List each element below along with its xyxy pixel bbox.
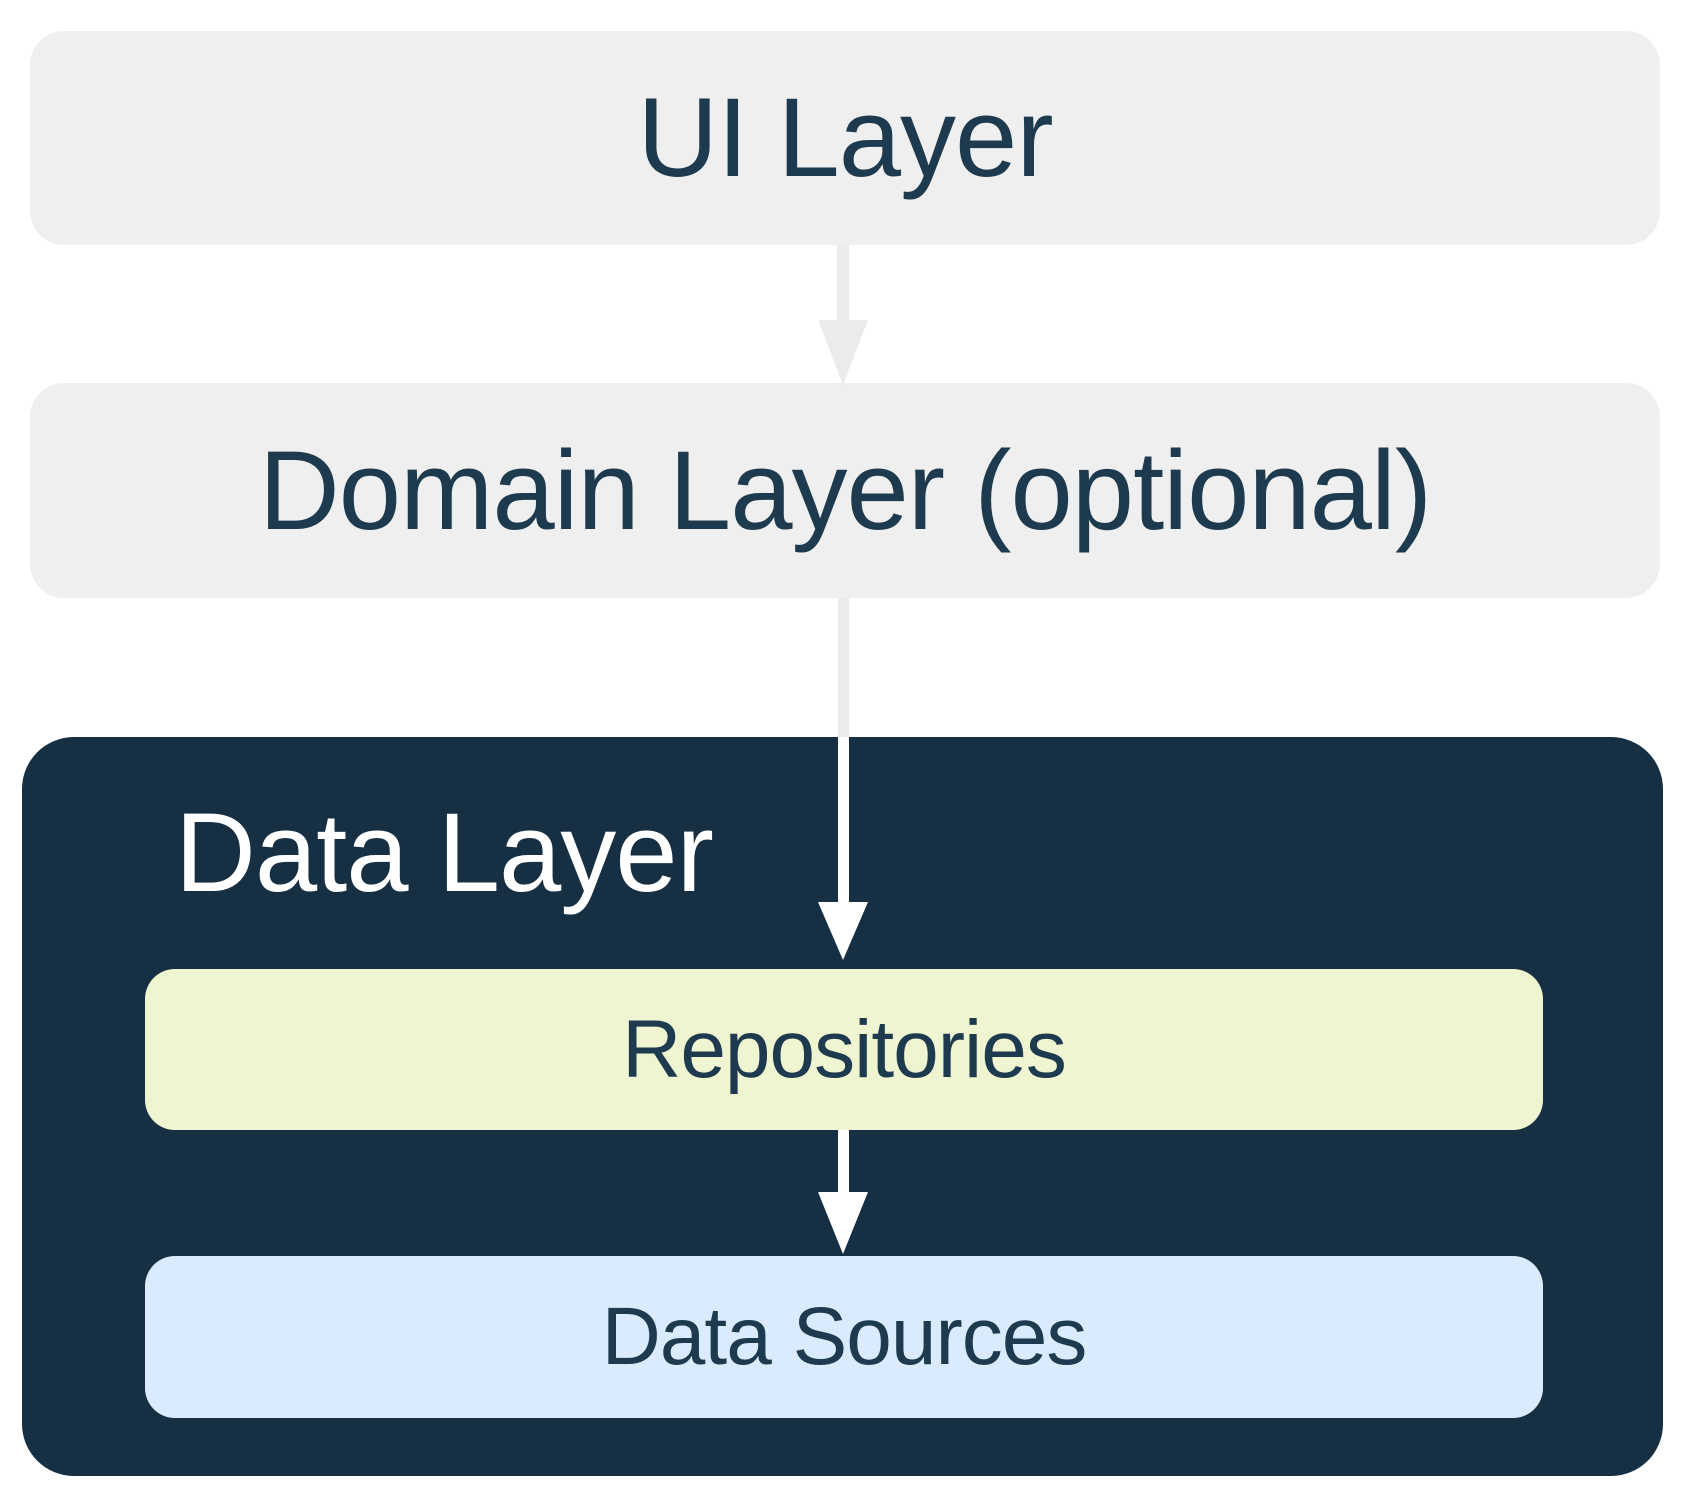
repositories-label: Repositories — [622, 1003, 1067, 1095]
data-sources-label: Data Sources — [601, 1291, 1088, 1382]
node-domain-layer: Domain Layer (optional) — [30, 383, 1660, 598]
node-data-layer: Data Layer Repositories Data Sources — [22, 737, 1663, 1476]
node-repositories: Repositories — [145, 969, 1543, 1130]
ui-layer-label: UI Layer — [637, 75, 1053, 200]
domain-layer-label: Domain Layer (optional) — [258, 427, 1432, 553]
node-data-sources: Data Sources — [145, 1256, 1543, 1418]
arrow-ui-to-domain-icon — [818, 245, 868, 385]
node-ui-layer: UI Layer — [30, 31, 1660, 245]
data-layer-label: Data Layer — [175, 790, 714, 915]
